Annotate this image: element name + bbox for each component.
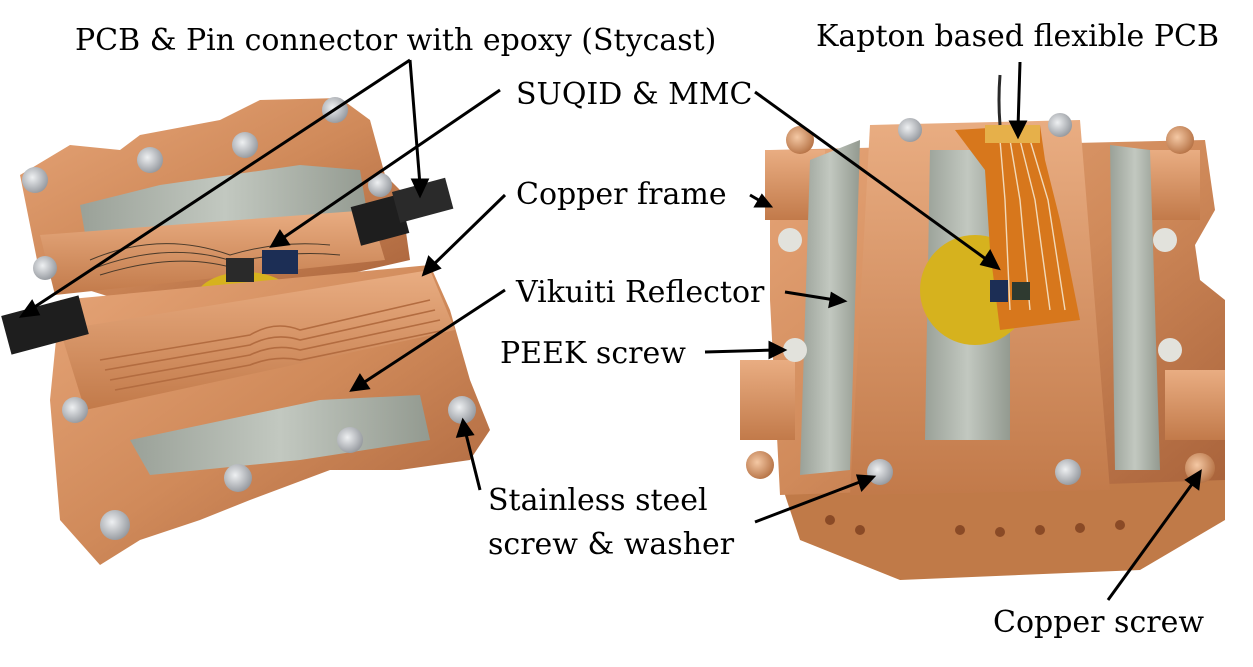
screw-icon xyxy=(22,167,48,193)
right-stainless-screws xyxy=(778,113,1182,485)
left-stainless-screws xyxy=(22,97,476,540)
label-stainless-steel-line1: Stainless steel xyxy=(488,483,708,518)
label-peek-screw: PEEK screw xyxy=(500,336,686,371)
left-lid-grooves xyxy=(99,299,446,391)
left-assembly xyxy=(1,97,490,565)
label-pcb-pin-connector: PCB & Pin connector with epoxy (Stycast) xyxy=(75,23,717,58)
screw-icon xyxy=(337,427,363,453)
screw-icon xyxy=(232,132,258,158)
right-reflector-right xyxy=(1110,145,1160,470)
screw-icon xyxy=(33,256,57,280)
screw-icon xyxy=(448,396,476,424)
left-reflector-front xyxy=(130,395,430,475)
left-mmc-chip xyxy=(262,250,298,274)
screw-icon xyxy=(62,397,88,423)
right-squid-chip xyxy=(990,280,1008,302)
label-kapton-flexible-pcb: Kapton based flexible PCB xyxy=(816,19,1220,54)
screw-icon xyxy=(783,338,807,362)
left-pin-connector-right xyxy=(350,177,454,246)
right-flex-tab xyxy=(985,125,1040,143)
label-stainless-steel-line2: screw & washer xyxy=(488,527,735,562)
copper-screw-icon xyxy=(746,451,774,479)
right-cable xyxy=(997,74,1002,126)
screw-icon xyxy=(1048,113,1072,137)
right-copper-base-side xyxy=(780,470,1225,580)
right-mmc-chip xyxy=(1012,282,1030,300)
left-middle-bar xyxy=(40,210,385,295)
right-flex-traces xyxy=(999,139,1066,311)
right-assembly xyxy=(740,74,1225,580)
screw-icon xyxy=(1158,338,1182,362)
screw-icon xyxy=(778,228,802,252)
screw-icon xyxy=(100,510,130,540)
label-copper-screw: Copper screw xyxy=(993,605,1205,640)
screw-icon xyxy=(368,173,392,197)
right-kapton-flex-pcb xyxy=(955,125,1080,330)
right-corner-block xyxy=(740,360,795,440)
left-pin-connector-left xyxy=(1,295,89,355)
copper-screw-icon xyxy=(1166,126,1194,154)
screw-icon xyxy=(137,147,163,173)
screw-icon xyxy=(1153,228,1177,252)
screw-icon xyxy=(224,464,252,492)
right-corner-block xyxy=(1165,370,1225,440)
annotation-arrows xyxy=(18,58,1202,601)
label-vikuiti-reflector: Vikuiti Reflector xyxy=(516,275,765,310)
label-copper-frame: Copper frame xyxy=(516,177,727,212)
screw-icon xyxy=(1055,459,1081,485)
left-squid-chip xyxy=(226,258,254,282)
label-suqid-mmc: SUQID & MMC xyxy=(516,77,753,112)
left-grooved-lid xyxy=(60,270,455,410)
screw-icon xyxy=(898,118,922,142)
right-base-holes xyxy=(825,515,1125,537)
copper-screw-icon xyxy=(786,126,814,154)
